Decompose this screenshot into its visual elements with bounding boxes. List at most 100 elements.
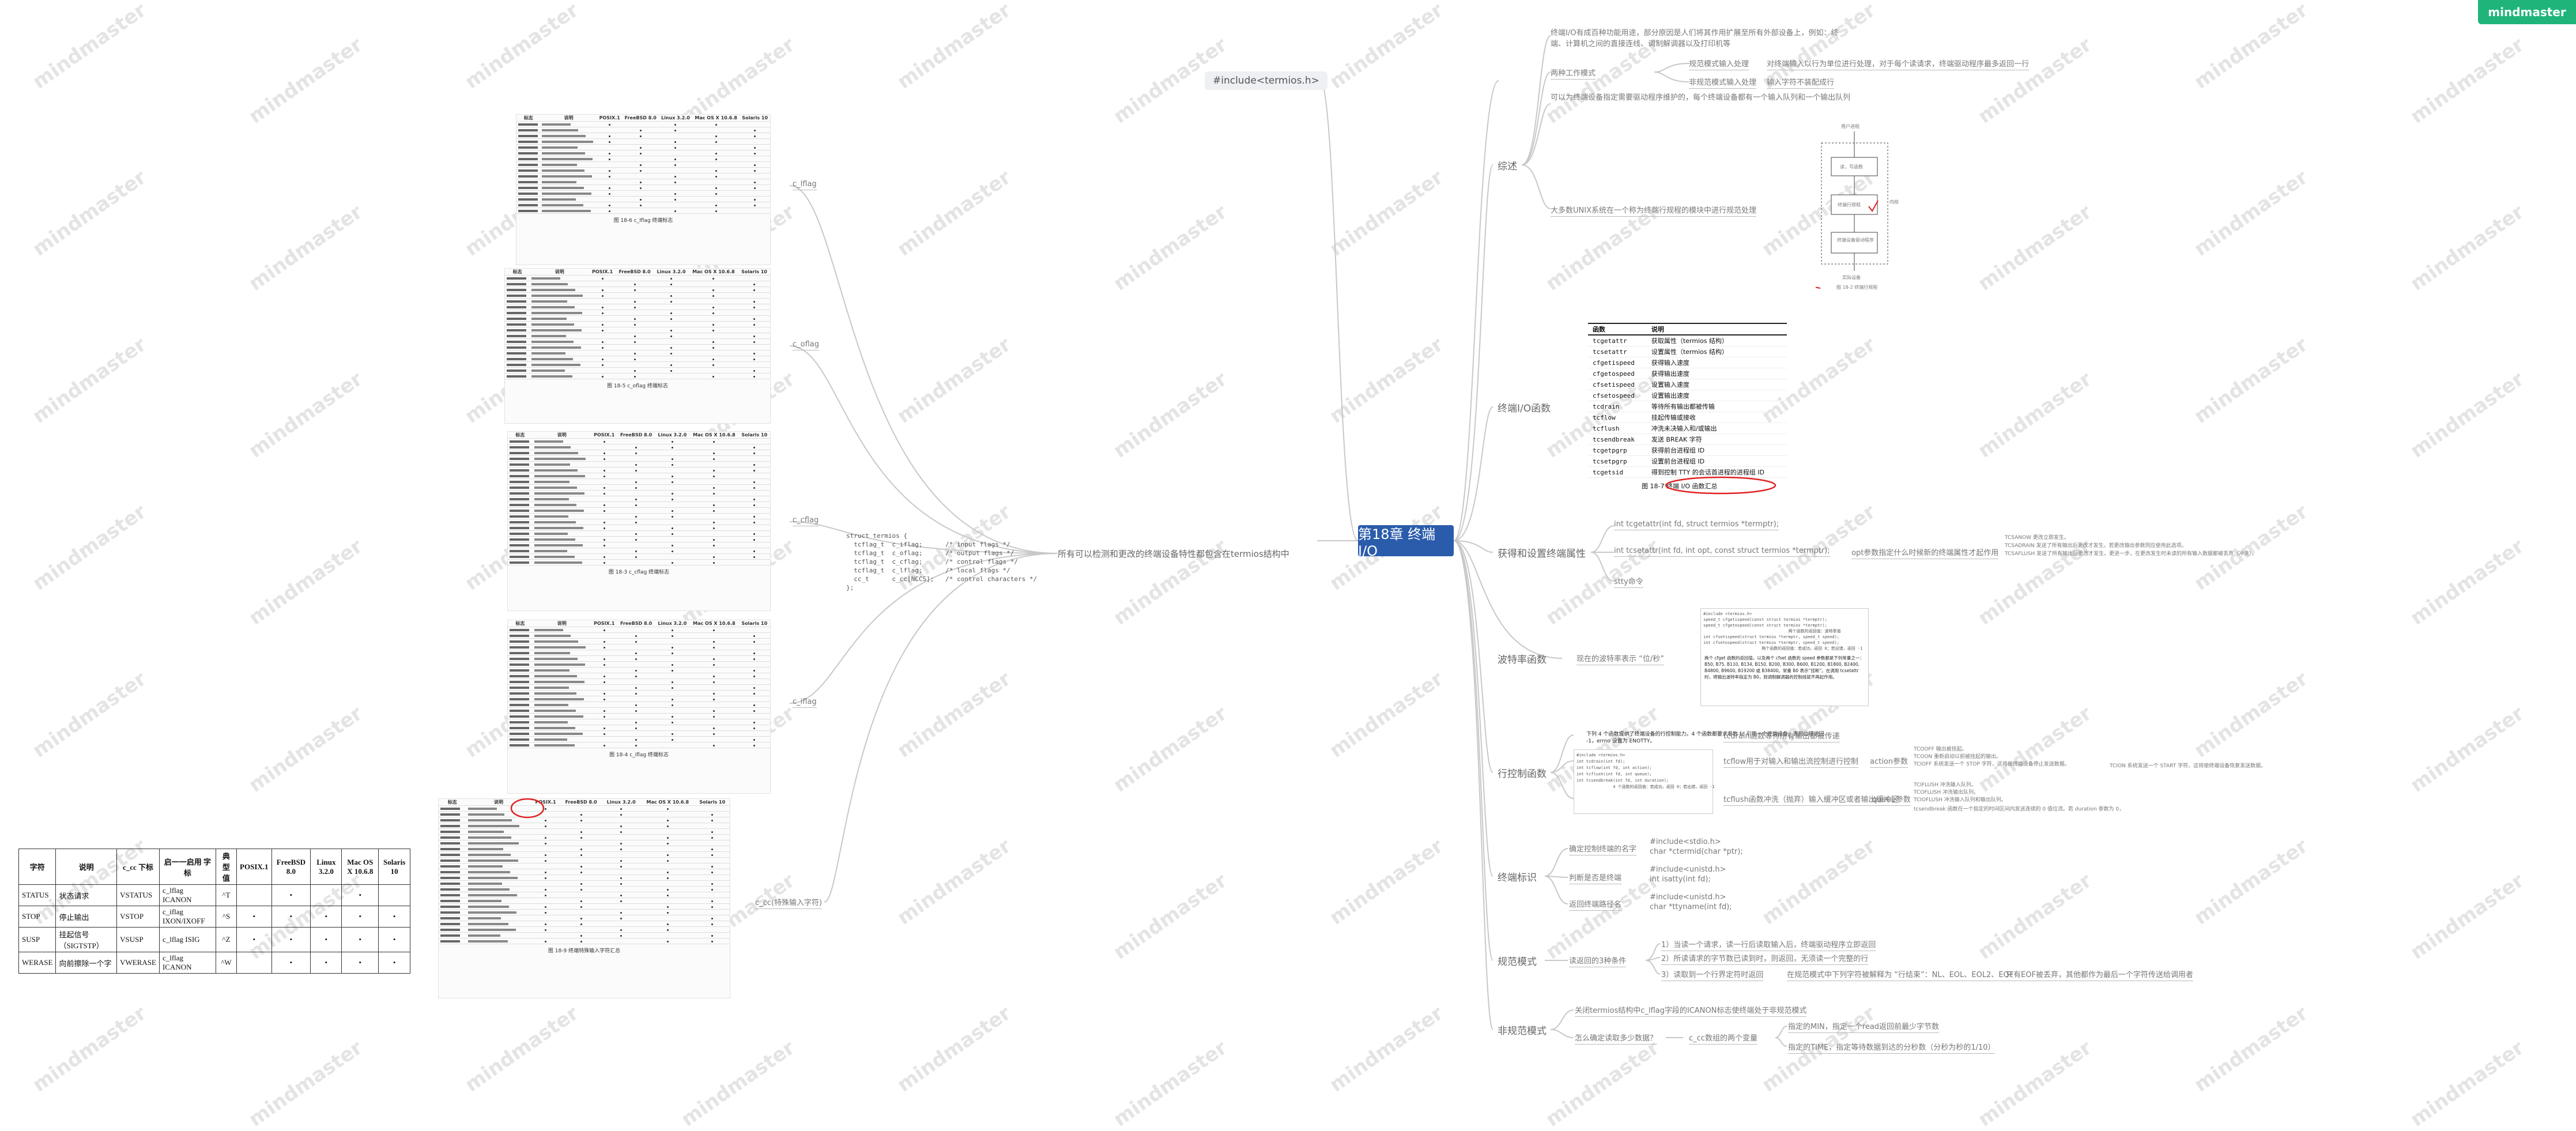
figure-row (439, 926, 730, 933)
figure-caption: 图 18-5 c_oflag 终端标志 (607, 383, 668, 389)
figure-cell (617, 690, 655, 696)
figure-cell (689, 696, 739, 702)
ident-isatty[interactable]: 判断是否是终端 (1569, 872, 1622, 884)
read-return-conditions[interactable]: 读返回的3种条件 (1569, 955, 1627, 967)
tcflow[interactable]: tcflow用于对输入和输出流控制进行控制 (1723, 755, 1859, 768)
figure-row (508, 632, 770, 639)
branch-noncanonical[interactable]: 非规范模式 (1498, 1026, 1547, 1037)
figure-cell (615, 327, 654, 333)
figure-cell (640, 857, 695, 864)
root-topic[interactable]: 第18章 终端I/O (1358, 525, 1454, 559)
figure-cell (439, 846, 466, 852)
tcdrain[interactable]: tcdrain函数等待所有输出都被传递 (1723, 730, 1840, 742)
figure-cell (688, 344, 738, 350)
action-item: TCOON 重新启动以前被挂起的输出。 (1914, 754, 2002, 760)
figure-cell (655, 548, 690, 554)
ident-ttyname[interactable]: 返回终端路径名 (1569, 898, 1622, 911)
figure-cell (516, 202, 541, 208)
figure-cell (738, 644, 770, 650)
noncanon-cc-vars[interactable]: c_cc数组的两个变量 (1689, 1032, 1757, 1045)
figure-cell (640, 846, 695, 852)
branch-attrs[interactable]: 获得和设置终端属性 (1498, 548, 1586, 560)
figure-cell (505, 333, 530, 339)
figure-cell (532, 496, 591, 502)
function-name: tcflush (1588, 423, 1647, 434)
figure-row (508, 548, 770, 554)
figure-cell (466, 874, 531, 881)
figure-cell (655, 655, 690, 662)
figure-cell (738, 655, 770, 662)
figure-row (505, 292, 770, 299)
figure-cell (615, 356, 654, 362)
figure-cell (654, 315, 689, 322)
figure-cell (692, 144, 740, 150)
flag-label-oflag[interactable]: c_oflag (793, 340, 820, 350)
action-item: TCIOFF 系统发送一个 STOP 字符，这将使终端设备停止发送数据。 (1914, 761, 2070, 767)
mode-canonical[interactable]: 规范模式输入处理 (1689, 58, 1749, 70)
figure-cell (655, 696, 690, 702)
branch-canonical[interactable]: 规范模式 (1498, 956, 1537, 968)
figure-cell (692, 161, 740, 168)
figure-cell (738, 438, 770, 444)
figure-cell (654, 286, 689, 293)
flag-label-cc[interactable]: c_cc(特殊输入字符) (755, 896, 823, 909)
action-param[interactable]: action参数 (1870, 755, 1909, 768)
branch-line-control[interactable]: 行控制函数 (1498, 768, 1547, 780)
flag-label-iflag[interactable]: c_iflag (793, 698, 817, 708)
figure-cell (617, 490, 655, 496)
figure-cell (439, 828, 466, 835)
figure-cell (532, 467, 591, 473)
figure-cell (530, 356, 590, 362)
function-name: tcflow (1588, 412, 1647, 423)
opt-param[interactable]: opt参数指定什么时候新的终端属性才起作用 (1851, 546, 1999, 559)
figure-cell (622, 167, 659, 174)
figure-cell (530, 327, 590, 333)
cc-cell: • (271, 952, 311, 974)
figure-cell (531, 886, 560, 892)
figure-cell (689, 507, 739, 514)
figure-cell (689, 684, 739, 691)
diagram-label: 终端设备驱动程序 (1837, 237, 1874, 243)
branch-functions[interactable]: 终端I/O函数 (1498, 403, 1551, 414)
branch-overview[interactable]: 综述 (1498, 161, 1517, 172)
tcflush[interactable]: tcflush函数冲洗（抛弃）输入缓冲区或者输出缓冲区 (1723, 793, 1899, 806)
branch-baud[interactable]: 波特率函数 (1498, 654, 1547, 666)
figure-cell (505, 327, 530, 333)
figure-cell (617, 673, 655, 679)
figure-cell (695, 840, 730, 846)
noncanon-min: 指定的MIN，指定一个read返回前最少字节数 (1788, 1020, 1940, 1033)
flag-label-lflag[interactable]: c_lflag (793, 180, 817, 190)
work-modes[interactable]: 两种工作模式 (1551, 67, 1596, 80)
figure-row (505, 373, 770, 379)
ident-ctermid[interactable]: 确定控制终端的名字 (1569, 843, 1637, 855)
figure-cell (738, 450, 770, 456)
figure-cell (692, 190, 740, 197)
figure-cell (531, 926, 560, 933)
function-name: cfgetispeed (1588, 357, 1647, 368)
noncanon-how-much[interactable]: 怎么确定读取多少数据？ (1575, 1032, 1658, 1045)
branch-terminal-ident[interactable]: 终端标识 (1498, 872, 1537, 884)
figure-col-header: POSIX.1 (591, 432, 617, 439)
figure-cell (540, 184, 597, 191)
figure-cell (688, 338, 738, 345)
figure-col-header: 说明 (540, 115, 597, 122)
stty-command[interactable]: stty命令 (1614, 575, 1643, 588)
figure-cell (531, 823, 560, 829)
figure-cell (740, 167, 770, 174)
left-branch-termios[interactable]: 所有可以检测和更改的终端设备特性都包含在termios结构中 (1058, 549, 1289, 559)
figure-cell (655, 678, 690, 685)
figure-cell (622, 179, 659, 185)
flag-label-cflag[interactable]: c_cflag (793, 516, 819, 526)
figure-cell (617, 632, 655, 639)
mode-noncanonical[interactable]: 非规范模式输入处理 (1689, 76, 1757, 89)
figure-cell (508, 513, 533, 519)
cc-cell: • (378, 906, 410, 928)
figure-row (508, 490, 770, 496)
figure-cell (531, 892, 560, 898)
include-topic[interactable]: #include<termios.h> (1205, 71, 1327, 90)
figure-cell (655, 638, 690, 644)
queue-param[interactable]: queue参数 (1872, 793, 1911, 806)
